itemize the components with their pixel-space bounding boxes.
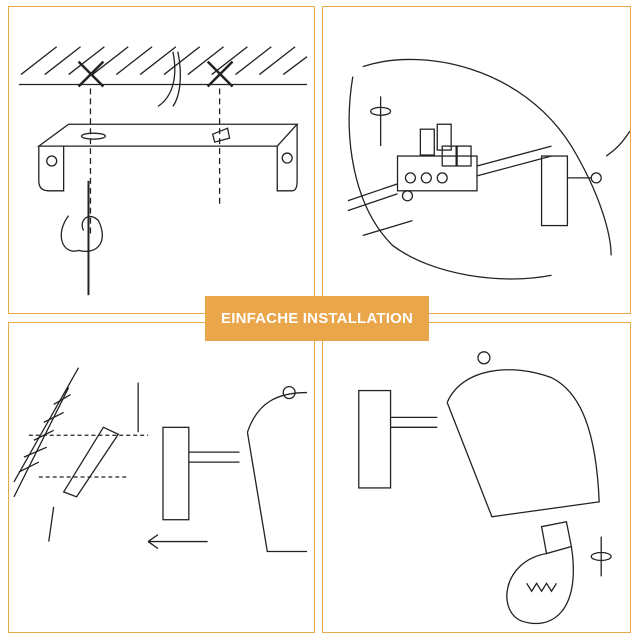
installation-banner: EINFACHE INSTALLATION <box>205 296 429 341</box>
light-bulb <box>506 520 574 625</box>
bracket-mounting-illustration <box>18 46 308 296</box>
step-2-connect-wires-panel <box>322 6 631 314</box>
bulb-insertion-illustration <box>358 351 612 625</box>
wiring-illustration <box>347 58 630 280</box>
step-4-insert-bulb-panel <box>322 322 631 633</box>
step-3-attach-lamp-panel <box>8 322 315 633</box>
lamp-mounting-illustration <box>13 367 308 553</box>
step-1-mount-bracket-panel <box>8 6 315 314</box>
ceiling-hatching <box>20 46 308 76</box>
terminal-block <box>396 123 478 192</box>
